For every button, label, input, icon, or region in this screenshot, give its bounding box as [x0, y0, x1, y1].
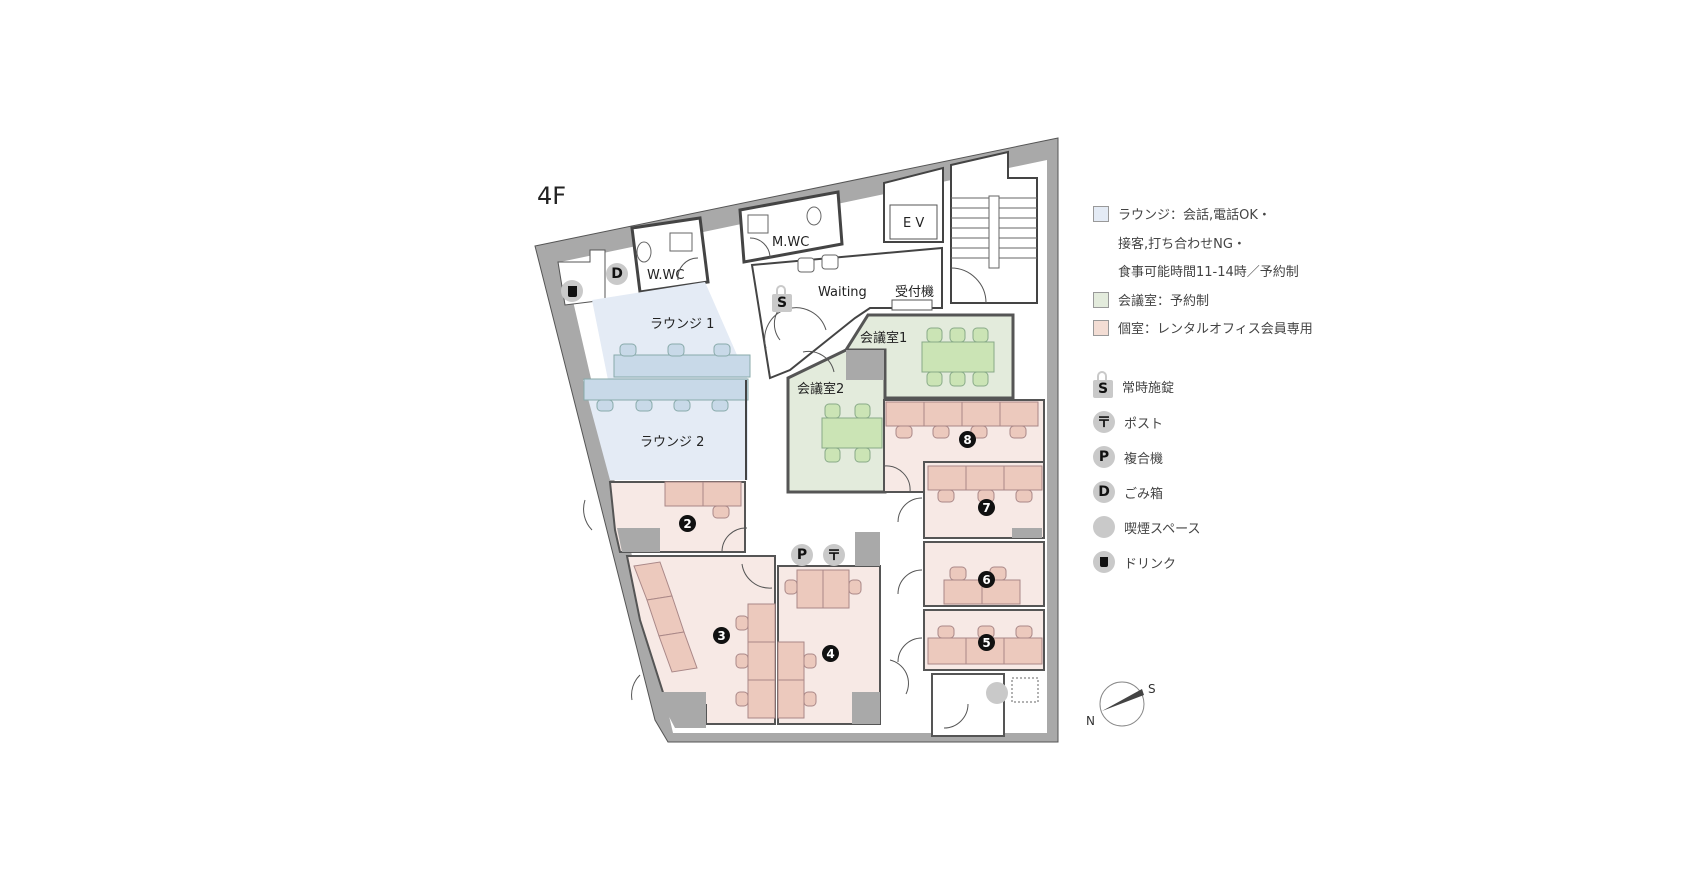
lounge1-label: ラウンジ 1 — [650, 317, 714, 332]
ev-label: E V — [903, 216, 924, 231]
legend-private: 個室：レンタルオフィス会員専用 — [1093, 318, 1313, 337]
room-mwc: M.WC — [738, 190, 844, 264]
legend-post: 〒 ポスト — [1093, 411, 1163, 433]
room-number-6: 6 — [978, 571, 995, 588]
post-map-icon: 〒 — [823, 544, 845, 566]
lounge2-label: ラウンジ 2 — [640, 435, 704, 450]
drink-map-icon — [561, 280, 583, 302]
trash-icon: D — [1093, 481, 1115, 503]
room-number-3: 3 — [713, 627, 730, 644]
private-room-7 — [923, 461, 1045, 539]
room-number-2: 2 — [679, 515, 696, 532]
mwc-label: M.WC — [772, 235, 809, 250]
compass: N S — [1086, 680, 1156, 734]
elevator: E V — [883, 166, 944, 243]
private-room-2 — [608, 481, 746, 553]
room-number-5: 5 — [978, 634, 995, 651]
legend-smoking: 喫煙スペース — [1093, 516, 1200, 538]
post-icon: 〒 — [1093, 411, 1115, 433]
legend-trash: D ごみ箱 — [1093, 481, 1163, 503]
drink-icon — [1093, 551, 1115, 573]
legend-lock: S 常時施錠 — [1093, 371, 1174, 398]
printer-icon: P — [1093, 446, 1115, 468]
lock-map-icon: S — [772, 285, 792, 312]
lock-icon: S — [1093, 371, 1113, 398]
meeting-swatch — [1093, 291, 1109, 308]
room-number-8: 8 — [959, 431, 976, 448]
room-wwc: W.WC — [630, 216, 710, 294]
lounge-2: ラウンジ 2 — [583, 378, 749, 480]
private-room-6 — [923, 541, 1045, 607]
smoking-icon — [1093, 516, 1115, 538]
meeting2-label: 会議室2 — [797, 381, 844, 397]
legend-lounge-line2: 接客,打ち合わせNG・ — [1118, 237, 1246, 252]
legend-drink: ドリンク — [1093, 551, 1176, 573]
legend-lounge: ラウンジ：会話,電話OK・ — [1093, 204, 1271, 223]
lounge-swatch — [1093, 205, 1109, 222]
waiting-area: Waiting 受付機 — [750, 246, 943, 380]
legend-lounge-line3: 食事可能時間11-14時／予約制 — [1118, 265, 1299, 280]
private-room-3 — [625, 555, 776, 728]
stairs — [950, 150, 1038, 304]
wwc-label: W.WC — [647, 268, 684, 283]
smoking-map-icon — [986, 682, 1008, 704]
waiting-label: Waiting — [818, 285, 867, 300]
meeting-room-2: 会議室2 — [786, 348, 887, 494]
room-number-7: 7 — [978, 499, 995, 516]
compass-south: S — [1148, 682, 1156, 696]
reception-label: 受付機 — [895, 285, 934, 300]
legend-meeting: 会議室：予約制 — [1093, 290, 1209, 309]
meeting1-label: 会議室1 — [860, 330, 907, 346]
printer-map-icon: P — [791, 544, 813, 566]
private-swatch — [1093, 319, 1109, 336]
compass-icon — [1099, 681, 1145, 727]
floor-label: 4F — [537, 182, 567, 210]
legend-printer: P 複合機 — [1093, 446, 1163, 468]
lounge-1: ラウンジ 1 — [592, 282, 751, 380]
compass-north: N — [1086, 714, 1095, 728]
trash-map-icon: D — [606, 263, 628, 285]
room-number-4: 4 — [822, 645, 839, 662]
